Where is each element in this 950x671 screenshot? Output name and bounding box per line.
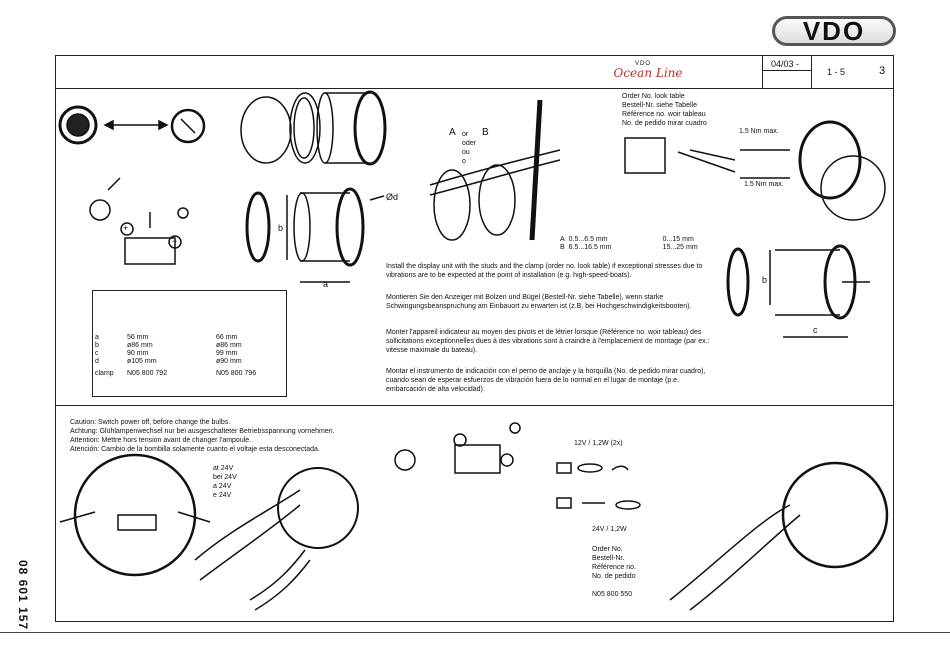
instrument-front: [353, 90, 387, 166]
gauge-back-view-3: [781, 461, 889, 569]
angle-es: e 24V: [213, 492, 232, 499]
ring-1: [240, 96, 292, 164]
panel-wall: [529, 99, 543, 241]
or-en: or: [462, 131, 469, 138]
ocean-line-logo: VDO Ocean Line: [608, 61, 688, 87]
clamp-label-b: B: [482, 127, 489, 138]
or-es: o: [462, 158, 466, 165]
plus-icon: +: [123, 223, 129, 233]
dim-d-label: Ød: [386, 192, 399, 202]
bulb-order-en: Order No.: [592, 546, 623, 553]
order-note-en: Order No. look table: [622, 93, 685, 100]
dim-b-label: b: [278, 223, 284, 233]
vdo-logo: VDO: [772, 16, 896, 46]
instruction-fr: Monter l'appareil indicateur au moyen de…: [386, 329, 710, 354]
clamp-bracket: [624, 137, 666, 174]
footer-rule: [0, 632, 950, 633]
header-page-number: 3: [879, 65, 886, 77]
instruction-es: Montar el instrumento de indicación con …: [386, 368, 706, 393]
bezel-side-right: [726, 247, 750, 317]
or-fr: ou: [462, 149, 470, 156]
ring-2: [289, 92, 321, 164]
order-note-fr: Référence no. woir tableau: [622, 111, 706, 118]
torque-top: 1.5 Nm max.: [739, 128, 779, 135]
angle-fr: a 24V: [213, 483, 232, 490]
header-pages: 1 - 5: [827, 67, 846, 77]
bulb-order-es: No. de pedido: [592, 573, 636, 580]
caution-de: Achtung: Glühlampenwechsel nur bei ausge…: [70, 428, 335, 435]
header-divider: [55, 88, 894, 89]
document-frame: [55, 55, 894, 622]
or-de: oder: [462, 140, 477, 147]
clamp-a: [433, 169, 471, 241]
dim-a-label: a: [323, 279, 329, 289]
instruction-de: Montieren Sie den Anzeiger mit Bolzen un…: [386, 294, 692, 310]
header-date: 04/03 -: [771, 59, 800, 69]
order-note-es: No. de pedido mirar cuadro: [622, 120, 707, 127]
header-date-divider: [762, 70, 811, 71]
caution-en: Caution: Switch power off, before change…: [70, 419, 231, 426]
dim-b2-label: b: [762, 275, 768, 285]
bulb-12v: 12V / 1,2W (2x): [574, 440, 623, 447]
bezel-side: [245, 191, 271, 263]
gauge-rear-view: [798, 120, 862, 200]
angle-en: at 24V: [213, 465, 234, 472]
logo-text: VDO: [802, 15, 866, 46]
instrument-symbol-inner: [66, 113, 90, 137]
gauge-symbol-icon: [170, 108, 206, 144]
ocean-line-text: Ocean Line: [613, 66, 683, 80]
clamp-b: [478, 164, 516, 236]
dimensions-box: [92, 290, 287, 397]
dim-c2-label: c: [813, 325, 818, 335]
clamp-label-a: A: [449, 127, 456, 138]
bulb-24v: 24V / 1,2W: [592, 526, 627, 533]
caution-fr: Attention: Mettre hors tension avant de …: [70, 437, 252, 444]
bulb-order-fr: Référence no.: [592, 564, 636, 571]
gauge-back-view: [73, 453, 197, 577]
ignition-switch-icon: [89, 199, 111, 221]
minus-icon: −: [172, 236, 178, 246]
angle-de: bei 24V: [213, 474, 237, 481]
bulb-order-number: N05 800 550: [592, 591, 633, 598]
header-col2: [811, 55, 812, 88]
order-note-de: Bestell-Nr. siehe Tabelle: [622, 102, 697, 109]
caution-es: Atención: Cambio de la bombilla solament…: [70, 446, 320, 453]
gauge-back-view-2: [277, 467, 359, 549]
torque-bottom: 1.5 Nm max.: [744, 181, 784, 188]
battery-icon: [124, 237, 176, 265]
ocean-vdo-text: VDO: [634, 61, 651, 67]
instruction-en: Install the display unit with the studs …: [386, 263, 703, 279]
bulb-order-de: Bestell-Nr.: [592, 555, 625, 562]
section-divider: [55, 405, 894, 406]
header-col1: [762, 55, 763, 88]
